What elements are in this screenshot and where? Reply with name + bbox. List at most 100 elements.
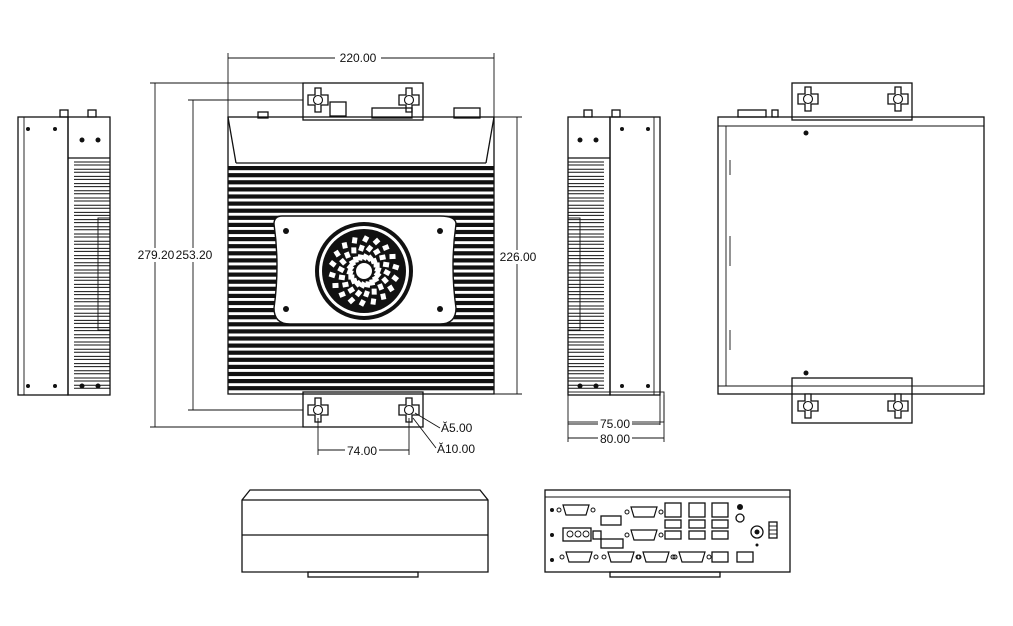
fan-slot	[358, 244, 365, 252]
side-fin	[567, 384, 604, 389]
fan-slot	[342, 281, 349, 288]
fan-slot	[341, 241, 348, 249]
fan-slot	[363, 290, 370, 298]
fan-slot	[379, 254, 386, 261]
side-fin	[74, 283, 111, 288]
side-fin	[567, 255, 604, 260]
back-view	[717, 82, 985, 424]
side-fin	[567, 262, 604, 267]
fan-slot	[339, 257, 347, 266]
fin	[228, 208, 494, 213]
fan-slot	[382, 261, 390, 268]
left-side-view	[17, 109, 111, 396]
fin	[228, 364, 494, 369]
fin	[228, 329, 494, 334]
fan-slot	[387, 284, 395, 293]
fan-slot	[389, 253, 396, 260]
side-fin	[567, 341, 604, 346]
fin	[228, 371, 494, 377]
side-fin	[74, 312, 111, 317]
fan-slot	[377, 283, 385, 291]
fin	[228, 166, 494, 171]
left-fins	[74, 161, 111, 389]
right-fins	[567, 161, 604, 389]
side-fin	[74, 168, 111, 173]
side-fin	[567, 161, 604, 166]
fin	[228, 350, 494, 355]
side-fin	[74, 319, 111, 324]
fan-slot	[332, 282, 339, 289]
side-fin	[74, 240, 111, 245]
side-fin	[74, 197, 111, 202]
side-fin	[567, 240, 604, 245]
side-fin	[74, 226, 111, 231]
side-fin	[567, 190, 604, 195]
side-fin	[74, 190, 111, 195]
side-fin	[74, 269, 111, 274]
fan-slot	[370, 298, 377, 305]
fin	[228, 336, 494, 341]
fan-slot	[337, 265, 345, 274]
fan-slot	[365, 254, 374, 263]
side-fin	[567, 183, 604, 188]
side-fin	[567, 219, 604, 224]
fin	[228, 194, 494, 199]
fan-slot	[338, 290, 346, 298]
fan-slot	[382, 244, 390, 252]
side-fin	[74, 298, 111, 303]
side-fin	[567, 168, 604, 173]
side-fin	[74, 334, 111, 339]
side-fin	[74, 377, 111, 382]
fan-slot	[347, 296, 356, 305]
fan-slot	[365, 244, 374, 253]
fan-slot	[381, 276, 389, 285]
side-fin	[74, 175, 111, 180]
lan-usb-stack	[664, 502, 729, 540]
side-fin	[74, 348, 111, 353]
side-fin	[567, 377, 604, 382]
right-side-view: 75.00 80.00	[567, 109, 665, 446]
side-fin	[567, 355, 604, 360]
side-fin	[74, 262, 111, 267]
fan-slot	[354, 279, 363, 288]
side-fin	[74, 341, 111, 346]
side-fin	[567, 247, 604, 252]
fan-slot	[351, 237, 358, 244]
fan-slot	[392, 263, 400, 271]
fin	[228, 379, 494, 384]
side-fin	[74, 363, 111, 368]
fin	[228, 173, 494, 178]
side-fin	[74, 161, 111, 166]
io-panel-view	[544, 489, 791, 578]
dim-hole-spacing: 74.00	[347, 444, 377, 458]
fan-slot	[383, 268, 391, 277]
fan-slot	[347, 286, 356, 294]
fan-slot	[333, 249, 341, 258]
side-fin	[74, 255, 111, 260]
fin	[228, 180, 494, 185]
fan-slot	[348, 259, 357, 267]
side-fin	[74, 233, 111, 238]
fan-grille	[315, 222, 413, 320]
main-front-view	[227, 82, 495, 428]
fin	[228, 343, 494, 348]
fan-slot	[357, 254, 364, 261]
side-fin	[567, 363, 604, 368]
fan-slot	[380, 293, 387, 301]
side-fin	[567, 312, 604, 317]
side-fin	[74, 355, 111, 360]
dim-height-total: 279.20	[138, 248, 175, 262]
dimension-lines: 220.00 279.20 253.20 226.00 74.00 Ă5.00 …	[138, 50, 537, 458]
fin	[228, 187, 494, 192]
side-fin	[567, 233, 604, 238]
fan-slot	[328, 271, 336, 279]
fan-slot	[354, 289, 363, 298]
dim-height-body: 226.00	[500, 250, 537, 264]
side-fin	[74, 291, 111, 296]
fan-slot	[328, 259, 337, 268]
side-fin	[567, 197, 604, 202]
side-fin	[567, 305, 604, 310]
fan-slot	[371, 275, 380, 283]
fan-slot	[346, 263, 355, 272]
